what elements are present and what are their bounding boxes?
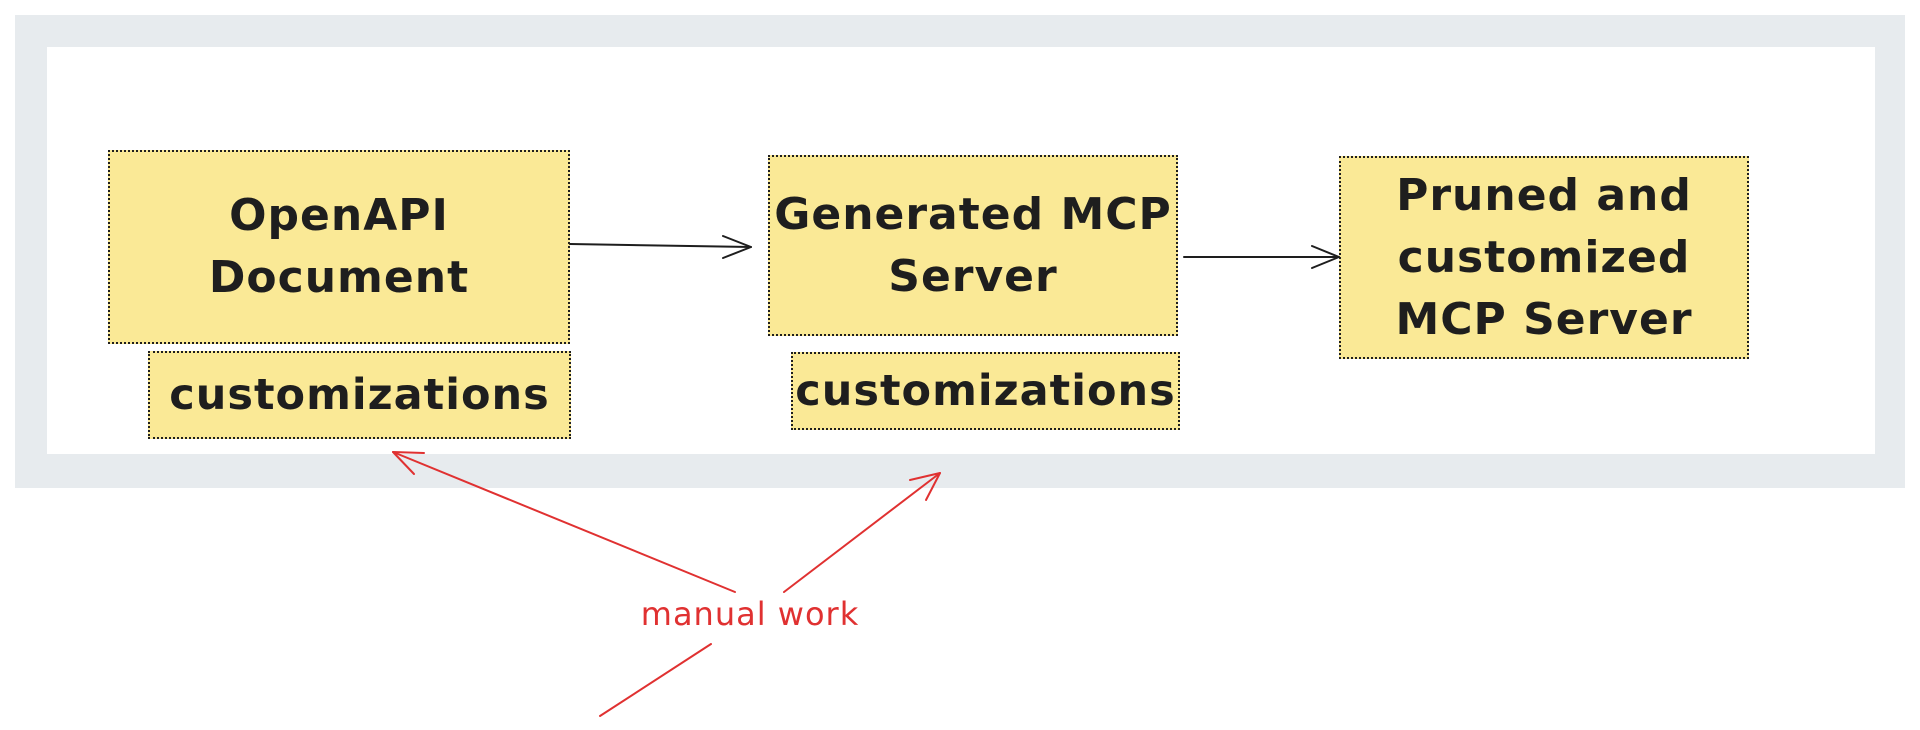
arrow-openapi-to-generated bbox=[569, 235, 752, 259]
arrow-manual-work-to-openapi-customizations bbox=[392, 451, 736, 593]
arrow-generated-to-pruned bbox=[1183, 245, 1340, 269]
node-generated-server: Generated MCP Server bbox=[768, 155, 1178, 336]
node-generated-customizations-label: customizations bbox=[795, 366, 1176, 416]
node-openapi-customizations: customizations bbox=[148, 351, 571, 439]
manual-work-annotation: manual work bbox=[640, 595, 860, 633]
node-openapi-document: OpenAPI Document bbox=[108, 150, 570, 344]
arrow-manual-work-to-generated-customizations bbox=[599, 472, 941, 717]
node-pruned-server: Pruned and customized MCP Server bbox=[1339, 156, 1749, 359]
node-generated-customizations: customizations bbox=[791, 352, 1180, 430]
node-pruned-server-label: Pruned and customized MCP Server bbox=[1395, 169, 1693, 345]
node-openapi-customizations-label: customizations bbox=[169, 370, 550, 420]
node-openapi-document-label: OpenAPI Document bbox=[208, 190, 470, 303]
node-generated-server-label: Generated MCP Server bbox=[774, 188, 1172, 302]
